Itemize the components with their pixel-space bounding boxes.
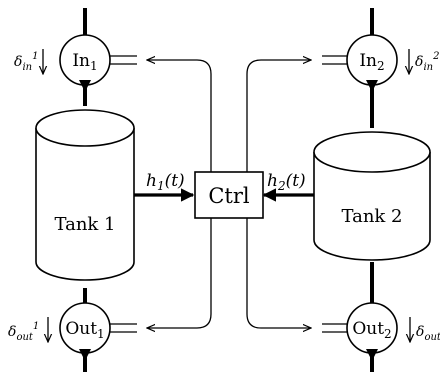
control-lines: [147, 60, 311, 328]
delta-in-2-label: δin2: [415, 51, 439, 73]
valve-out-2-label: Out2: [352, 319, 391, 341]
valve-in-1-label: In1: [72, 51, 97, 73]
h2-label: h2(t): [267, 171, 306, 193]
valve-in-2: In2: [346, 34, 398, 92]
ctrl-to-out2-line: [246, 218, 311, 328]
valve-in-2-label: In2: [359, 51, 384, 73]
disturbance-in-1: δin1: [14, 49, 43, 74]
delta-in-1-label: δin1: [14, 51, 38, 73]
ctrl-to-in1-line: [147, 60, 212, 172]
valve-in-1: In1: [59, 34, 111, 92]
controller-box: Ctrl: [194, 171, 264, 219]
delta-out-2-label: δout2: [416, 321, 440, 343]
disturbance-out-2: δout2: [410, 317, 440, 343]
tank-1: Tank 1: [35, 109, 135, 281]
ctrl-to-out1-line: [147, 218, 212, 328]
tank-2: Tank 2: [313, 131, 431, 261]
valve-out-1: Out1: [59, 302, 111, 361]
disturbance-in-2: δin2: [409, 49, 439, 74]
controller-label: Ctrl: [208, 184, 250, 208]
tank-2-label: Tank 2: [341, 206, 402, 227]
valve-out-2: Out2: [346, 302, 398, 361]
delta-out-1-label: δout1: [8, 321, 39, 343]
h1-label: h1(t): [146, 171, 185, 193]
disturbance-out-1: δout1: [8, 317, 48, 343]
tank-1-label: Tank 1: [54, 214, 115, 235]
valve-actuators: [110, 55, 347, 333]
ctrl-to-in2-line: [246, 60, 311, 172]
valve-out-1-label: Out1: [65, 319, 104, 341]
